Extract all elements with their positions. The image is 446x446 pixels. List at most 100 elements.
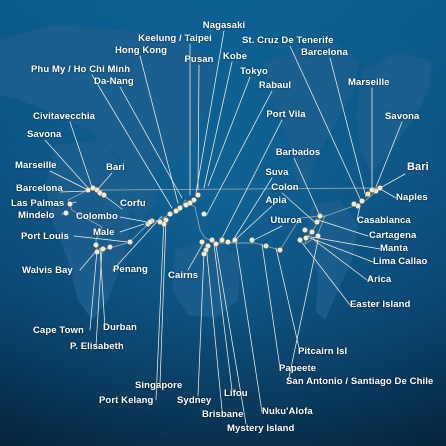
port-dot-bari-east (377, 185, 383, 191)
leader-line-port-kelang (155, 217, 165, 401)
port-label-casablanca: Casablanca (357, 215, 411, 226)
leader-line-lima-callao (309, 237, 374, 263)
land-africa (46, 140, 132, 320)
port-dot-barcelona-east (359, 198, 365, 204)
port-dot-port-louis (107, 244, 113, 250)
leader-line-da-nang (119, 86, 183, 199)
port-dot-cairns (199, 239, 205, 245)
leader-line-sydney (197, 251, 205, 397)
port-label-savona-left: Savona (27, 129, 62, 140)
port-label-colombo: Colombo (76, 211, 118, 222)
leader-line-port-vila (219, 119, 283, 243)
port-dot-lifou (213, 241, 219, 247)
leader-line-barbados (293, 157, 321, 217)
leader-line-st-cruz (289, 45, 363, 204)
leader-line-cairns (187, 241, 205, 271)
port-dot-tokyo (195, 192, 201, 198)
leader-line-nagasaki (195, 30, 225, 194)
port-label-pitcairn: Pitcairn Isl (298, 346, 348, 357)
leader-line-colombo (119, 216, 148, 223)
port-dot-savona-east (369, 187, 375, 193)
land-india (120, 160, 158, 222)
port-label-walvis-bay: Walvis Bay (22, 265, 73, 276)
port-dot-las-palmas (85, 187, 91, 193)
leader-line-male (119, 223, 145, 233)
port-label-port-vila: Port Vila (266, 109, 306, 120)
port-label-civitavecchia: Civitavecchia (33, 111, 96, 122)
port-dot-rabaul (201, 211, 207, 217)
port-label-barcelona-top: Barcelona (301, 47, 348, 58)
port-label-port-kelang: Port Kelang (99, 395, 154, 406)
port-dot-nagasaki (183, 202, 189, 208)
port-label-da-nang: Da-Nang (94, 76, 134, 87)
port-label-keelung-taipei: Keelung / Taipei (138, 33, 212, 44)
port-dot-kobe (191, 197, 197, 203)
leader-line-singapore (159, 218, 167, 385)
port-dot-uturoa (249, 237, 255, 243)
port-label-apia: Apia (265, 195, 287, 206)
leader-line-uturoa (251, 225, 283, 242)
leader-line-savona-right (375, 121, 403, 188)
port-dot-civitavecchia (101, 192, 107, 198)
port-dot-apia (232, 237, 238, 243)
leader-line-pusan (197, 64, 200, 191)
port-label-barbados: Barbados (275, 147, 321, 158)
port-dots (63, 185, 383, 257)
leader-line-savona-left (44, 139, 89, 189)
leader-line-pitcairn (275, 247, 301, 353)
port-dot-marseille-east (365, 191, 371, 197)
leader-line-suva (231, 177, 273, 243)
port-label-cairns: Cairns (168, 270, 199, 281)
leader-line-hong-kong (139, 55, 179, 204)
port-dot-cape-town (93, 242, 99, 248)
port-label-marseille-left: Marseille (15, 160, 57, 171)
leader-line-civitavecchia (69, 121, 94, 191)
leader-line-barcelona-left (59, 190, 89, 193)
port-label-hong-kong: Hong Kong (114, 45, 168, 56)
port-dot-nukualofa (219, 237, 225, 243)
port-label-brisbane: Brisbane (202, 409, 244, 420)
port-label-mindelo: Mindelo (18, 210, 55, 221)
port-label-kobe: Kobe (222, 51, 248, 62)
leader-line-mystery-island (215, 245, 247, 425)
leader-line-arica (313, 239, 368, 281)
port-label-uturoa: Uturoa (270, 215, 302, 226)
leader-line-cape-town (89, 249, 98, 331)
port-label-sydney: Sydney (177, 395, 212, 406)
port-label-colon: Colon (271, 182, 299, 193)
port-dot-lima-callao (302, 227, 308, 233)
port-label-singapore: Singapore (135, 380, 183, 391)
leader-line-nukualofa (235, 241, 263, 413)
port-label-male: Male (93, 227, 115, 238)
port-label-marseille-top: Marseille (348, 77, 390, 88)
port-dot-da-nang (167, 211, 173, 217)
leader-line-lifou (213, 243, 233, 391)
leader-line-phu-my (91, 74, 173, 209)
port-dot-cartagena (309, 229, 315, 235)
port-label-suva: Suva (265, 167, 289, 178)
port-dot-durban (100, 246, 106, 252)
leader-line-penang (112, 215, 163, 271)
port-dot-walvis-bay (63, 210, 69, 216)
leader-line-marseille-left (49, 170, 89, 191)
leader-line-cartagena (317, 219, 369, 237)
leader-lines (44, 30, 406, 425)
port-dot-manta (303, 235, 309, 241)
port-label-nagasaki: Nagasaki (202, 20, 246, 31)
land-australia (172, 240, 240, 318)
cruise-route-line (67, 187, 381, 251)
port-dot-hong-kong (173, 208, 179, 214)
port-dot-male (127, 239, 133, 245)
leader-line-papeete (261, 243, 281, 369)
leader-line-apia (234, 205, 273, 241)
leader-line-p-elisabeth (95, 249, 103, 347)
leader-line-walvis-bay (79, 249, 98, 271)
land-north-america (265, 40, 360, 190)
port-dot-port-vila (209, 237, 215, 243)
leader-line-las-palmas (71, 201, 77, 204)
port-dot-sydney (201, 251, 207, 257)
port-label-phu-my-ho-chi-minh: Phu My / Ho Chi Minh (31, 64, 131, 75)
land-europe (356, 52, 432, 172)
port-label-las-palmas: Las Palmas (11, 198, 65, 209)
